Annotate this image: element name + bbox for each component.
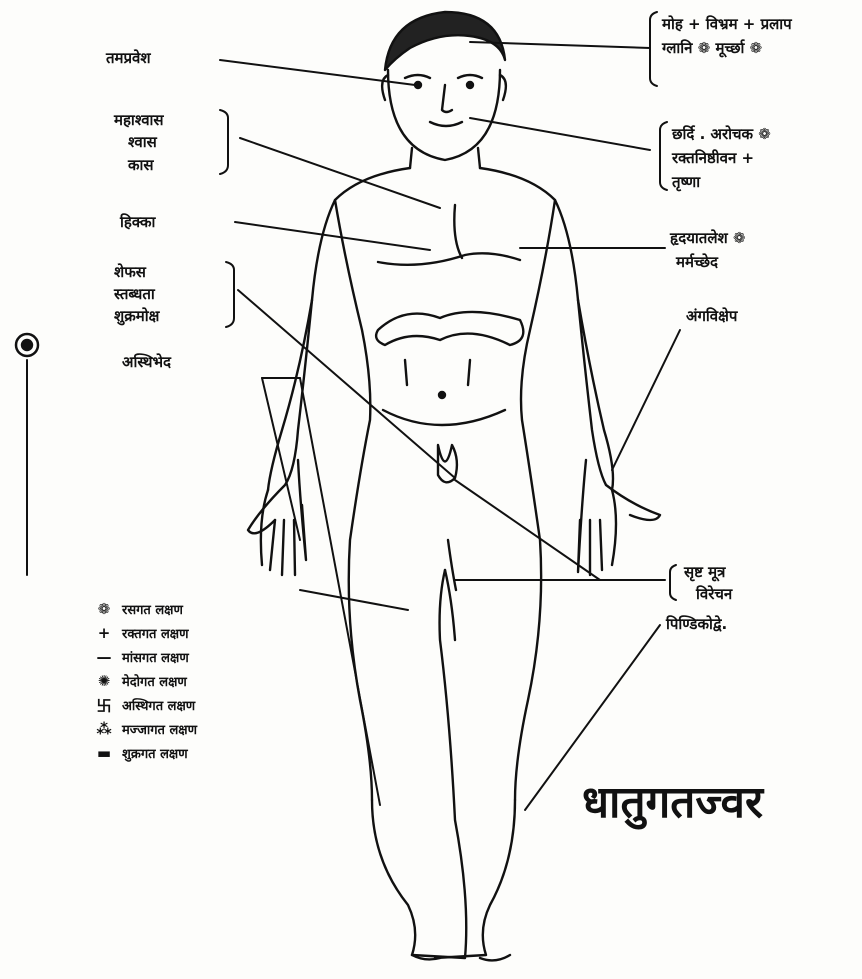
bracket-right-1 xyxy=(650,12,657,86)
label-mahashvasa: महाश्वास xyxy=(114,110,164,130)
label-shepha: शेफस xyxy=(114,262,146,282)
legend-text: शुक्रगत लक्षण xyxy=(122,744,188,762)
diagram-title: धातुगतज्वर xyxy=(582,770,763,830)
label-pindikodveshtana: पिण्डिकोद्वे. xyxy=(666,614,727,634)
legend-symbol: ▬ xyxy=(86,744,122,762)
label-angavikshepa: अंगविक्षेप xyxy=(686,306,737,326)
legend-symbol: ❁ xyxy=(86,600,122,618)
eyes xyxy=(405,75,482,78)
label-kasa: कास xyxy=(128,155,154,175)
pelvis xyxy=(383,410,505,425)
mouth xyxy=(430,122,462,126)
label-chhardi: छर्दि . अरोचक ❁ xyxy=(672,124,771,144)
label-stabdhata: स्तब्धता xyxy=(114,284,155,304)
legend-item: + रक्तगत लक्षण xyxy=(86,621,316,645)
bracket-left-1 xyxy=(220,110,228,174)
label-raktanishthivana: रक्तनिष्ठीवन + xyxy=(672,148,754,168)
hair xyxy=(385,12,505,70)
legend-text: रक्तगत लक्षण xyxy=(122,624,188,642)
legend-symbol: — xyxy=(86,648,122,666)
legend-item: ❁ रसगत लक्षण xyxy=(86,597,316,621)
label-hikka: हिक्का xyxy=(120,212,155,232)
bracket-right-3 xyxy=(670,565,676,600)
legend-text: मज्जागत लक्षण xyxy=(122,720,197,738)
label-asthibheda: अस्थिभेद xyxy=(122,352,171,372)
legend-symbol: ⁂ xyxy=(86,720,122,738)
legend-item: ▬ शुक्रगत लक्षण xyxy=(86,741,316,765)
left-arm-outline xyxy=(248,168,410,533)
legend-item: ⁂ मज्जागत लक्षण xyxy=(86,717,316,741)
left-hand xyxy=(261,460,306,575)
abdomen xyxy=(405,360,470,385)
legend-symbol: ✺ xyxy=(86,672,122,690)
label-tamapravesha: तमप्रवेश xyxy=(106,48,151,68)
label-shukramoksha: शुक्रमोक्ष xyxy=(114,306,159,326)
label-srishta-mutra: सृष्ट मूत्र xyxy=(684,562,725,582)
legend-item: 卐 अस्थिगत लक्षण xyxy=(86,693,316,717)
legend-symbol: 卐 xyxy=(86,695,122,716)
label-glani: ग्लानि ❁ मूर्च्छा ❁ xyxy=(662,38,762,58)
nose xyxy=(442,85,452,112)
right-torso-outline xyxy=(515,200,555,800)
label-marmachheda: मर्मच्छेद xyxy=(676,252,718,272)
legend-symbol: + xyxy=(86,624,122,642)
legend-item: ✺ मेदोगत लक्षण xyxy=(86,669,316,693)
right-leg xyxy=(435,570,515,958)
right-hand xyxy=(578,460,616,575)
bracket-right-2 xyxy=(660,122,667,190)
legend: ❁ रसगत लक्षण + रक्तगत लक्षण — मांसगत लक्… xyxy=(86,597,316,765)
label-moha: मोह + विभ्रम + प्रलाप xyxy=(662,14,792,34)
legend-text: मांसगत लक्षण xyxy=(122,648,189,666)
legend-text: अस्थिगत लक्षण xyxy=(122,696,195,714)
label-shvasa: श्वास xyxy=(128,132,157,152)
left-leg xyxy=(372,570,466,958)
legend-text: मेदोगत लक्षण xyxy=(122,672,187,690)
legend-text: रसगत लक्षण xyxy=(122,600,183,618)
label-hridayatklesha: हृदयातलेश ❁ xyxy=(670,228,746,248)
ribcage xyxy=(376,312,523,345)
legend-item: — मांसगत लक्षण xyxy=(86,645,316,669)
label-trishna: तृष्णा xyxy=(672,172,700,192)
bracket-left-2 xyxy=(226,262,234,327)
chest-line xyxy=(378,253,520,264)
left-torso-outline xyxy=(335,200,372,800)
label-virechana: विरेचन xyxy=(696,584,732,604)
